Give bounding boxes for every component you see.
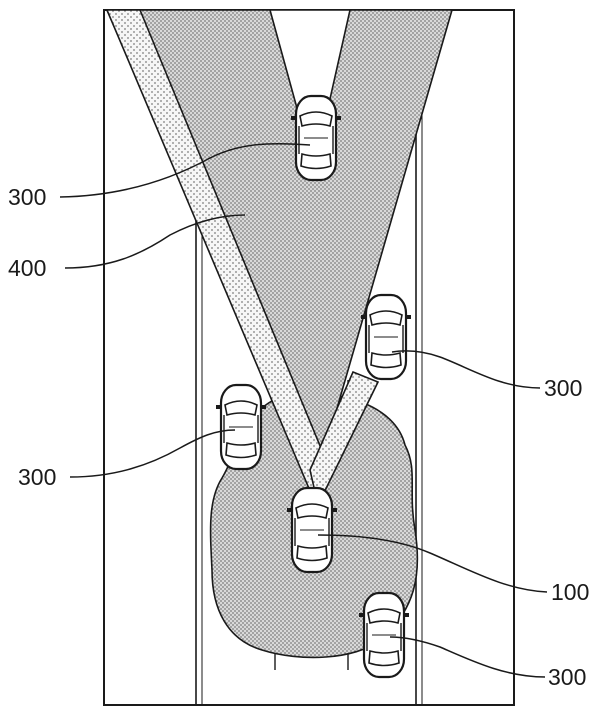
label-car-bottom-right: 300 [548,664,587,690]
label-car-left: 300 [18,464,57,490]
label-car-right-upper: 300 [544,375,583,401]
car-right-upper [359,293,413,381]
ego-vehicle [285,486,339,574]
leader-car-top [59,142,311,198]
inner-beam [268,9,351,171]
label-car-top: 300 [8,184,47,210]
leader-car-right-upper [391,350,541,389]
leader-car-bottom-right [389,636,546,678]
label-ego-vehicle: 100 [551,579,590,605]
leader-car-left [69,429,236,478]
car-left [214,383,268,471]
car-bottom-right [357,591,411,679]
leader-sensor-region [64,214,246,269]
leader-ego [317,534,548,593]
label-sensor-region: 400 [8,255,47,281]
leader-lines [59,142,548,678]
car-top [289,94,343,182]
